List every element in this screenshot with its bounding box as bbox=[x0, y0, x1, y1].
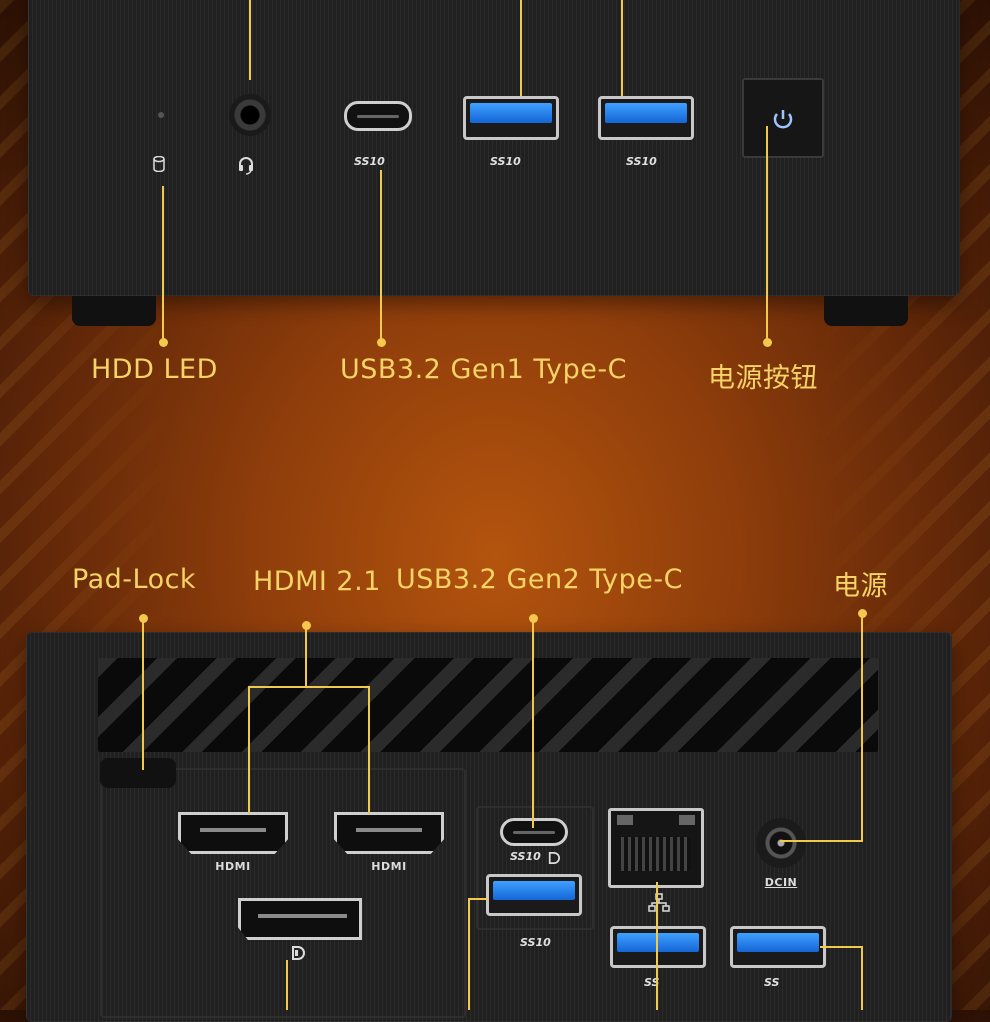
usb-a-insert bbox=[737, 933, 819, 952]
usb-a-insert bbox=[493, 881, 575, 900]
displayport-icon bbox=[548, 850, 560, 869]
dc-in-port bbox=[756, 818, 806, 868]
leader-line-usb-a-rear-3-h bbox=[820, 946, 862, 948]
ethernet-contacts bbox=[621, 837, 691, 871]
usb-a-port-rear-3 bbox=[730, 926, 826, 968]
ss10-marking-usb-c-rear: SS10 bbox=[510, 850, 541, 863]
leader-line-power-button bbox=[766, 126, 768, 342]
ss10-marking-usb-a-front-1: SS10 bbox=[490, 155, 521, 168]
leader-line-displayport bbox=[286, 960, 288, 1010]
power-button bbox=[742, 78, 824, 158]
power-icon bbox=[770, 106, 796, 136]
leader-line-hdmi-stem bbox=[305, 625, 307, 687]
label-hdmi: HDMI 2.1 bbox=[253, 566, 381, 597]
ss10-marking-usb-c-front: SS10 bbox=[354, 155, 385, 168]
usb-a-port-rear-2 bbox=[610, 926, 706, 968]
pad-lock-slot bbox=[100, 758, 176, 788]
leader-line-hdmi-right bbox=[368, 686, 370, 814]
hdd-led-light bbox=[158, 112, 164, 118]
leader-line-hdmi-bar bbox=[248, 686, 370, 688]
usb-c-gen2-port bbox=[500, 818, 568, 846]
leader-line-usb-a-rear-1-h bbox=[468, 898, 488, 900]
usb-a-port-rear-1 bbox=[486, 874, 582, 916]
ss-marking-usb-a-rear-3: SS bbox=[764, 976, 780, 989]
usb-a-insert bbox=[617, 933, 699, 952]
hdd-icon bbox=[150, 155, 168, 176]
ss-marking-usb-a-rear-2: SS bbox=[644, 976, 660, 989]
ss10-marking-usb-a-rear-1: SS10 bbox=[520, 936, 551, 949]
hdmi-port-1 bbox=[178, 812, 288, 854]
label-usb-c-gen2: USB3.2 Gen2 Type-C bbox=[396, 564, 683, 595]
label-power: 电源 bbox=[833, 571, 888, 602]
hdmi-port-2 bbox=[334, 812, 444, 854]
leader-line-usb-c-gen1 bbox=[380, 170, 382, 342]
leader-line-hdmi-left bbox=[248, 686, 250, 814]
usb-a-port-front-2 bbox=[598, 96, 694, 140]
usb-a-insert bbox=[470, 103, 552, 123]
leader-line-usb-c-gen2 bbox=[532, 618, 534, 828]
leader-line-usb-a1-top bbox=[520, 0, 522, 96]
label-pad-lock: Pad-Lock bbox=[72, 564, 197, 595]
leader-line-ethernet bbox=[656, 882, 658, 1010]
leader-line-usb-a2-top bbox=[621, 0, 623, 96]
leader-line-usb-a-rear-3 bbox=[861, 946, 863, 1010]
leader-line-power-horizontal bbox=[780, 840, 863, 842]
displayport-icon bbox=[288, 945, 308, 965]
leader-line-audio-top bbox=[249, 0, 251, 80]
leader-line-usb-a-rear-1 bbox=[468, 898, 470, 1010]
label-hdd-led: HDD LED bbox=[91, 354, 218, 385]
ethernet-led-left bbox=[617, 815, 633, 825]
label-usb-c-gen1: USB3.2 Gen1 Type-C bbox=[340, 354, 627, 385]
headset-icon bbox=[234, 155, 258, 179]
rear-usb-module bbox=[476, 806, 594, 930]
hdmi-marking-left: HDMI bbox=[215, 860, 251, 873]
leader-line-pad-lock bbox=[142, 618, 144, 770]
usb-a-port-front-1 bbox=[463, 96, 559, 140]
usb-a-insert bbox=[605, 103, 687, 123]
leader-line-hdd bbox=[162, 186, 164, 342]
label-power-button: 电源按钮 bbox=[708, 363, 818, 394]
displayport-port bbox=[238, 898, 362, 940]
front-foot-right bbox=[824, 296, 908, 326]
leader-dot-usb-c-gen1 bbox=[377, 338, 386, 347]
usb-c-gen1-port bbox=[344, 101, 412, 131]
hdmi-marking-right: HDMI bbox=[371, 860, 407, 873]
audio-jack bbox=[229, 94, 271, 136]
front-foot-left bbox=[72, 296, 156, 326]
rear-io-plate bbox=[100, 768, 466, 1018]
leader-dot-hdd bbox=[159, 338, 168, 347]
ethernet-led-right bbox=[679, 815, 695, 825]
rear-vent bbox=[98, 658, 878, 752]
ss10-marking-usb-a-front-2: SS10 bbox=[626, 155, 657, 168]
network-icon bbox=[648, 893, 670, 917]
leader-line-power-vertical bbox=[861, 613, 863, 842]
leader-dot-power-button bbox=[763, 338, 772, 347]
dcin-marking: DCIN bbox=[764, 876, 798, 889]
ethernet-port bbox=[608, 808, 704, 888]
